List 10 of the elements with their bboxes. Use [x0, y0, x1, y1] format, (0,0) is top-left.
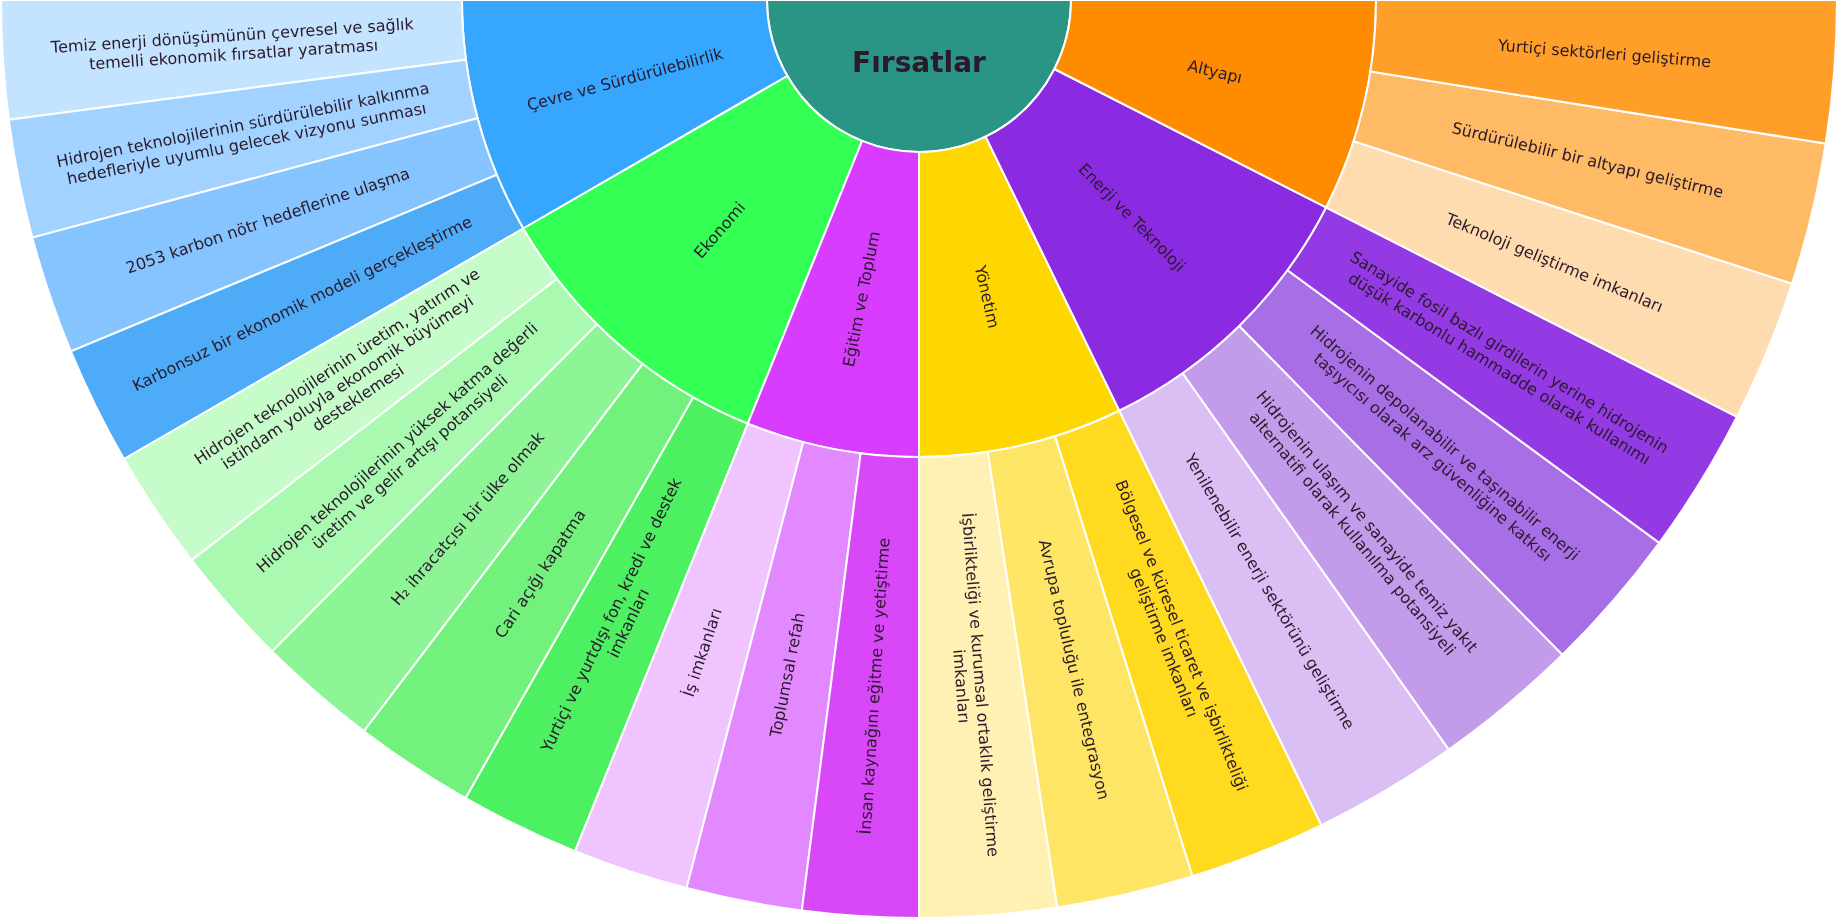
segment-label: Yurtiçi sektörleri geliştirme [1497, 36, 1712, 72]
category-label: Yönetim [971, 263, 1004, 330]
center-title: Fırsatlar [852, 52, 986, 72]
segment-label: Toplumsal refah [766, 610, 810, 739]
category-segment [746, 139, 920, 458]
segment-label: İnsan kaynağını eğitme ve yetiştirme [856, 537, 894, 835]
category-label: Eğitim ve Toplum [838, 229, 884, 369]
category-label: Altyapı [1185, 55, 1245, 87]
segment-label: İşbirlikteliği ve kurumsal ortaklık geliştirme imkanları [948, 511, 1004, 860]
segment-label: Temiz enerji dönüşümünün çevresel ve sağlık temelli ekonomik fırsatlar yaratması [49, 13, 416, 76]
